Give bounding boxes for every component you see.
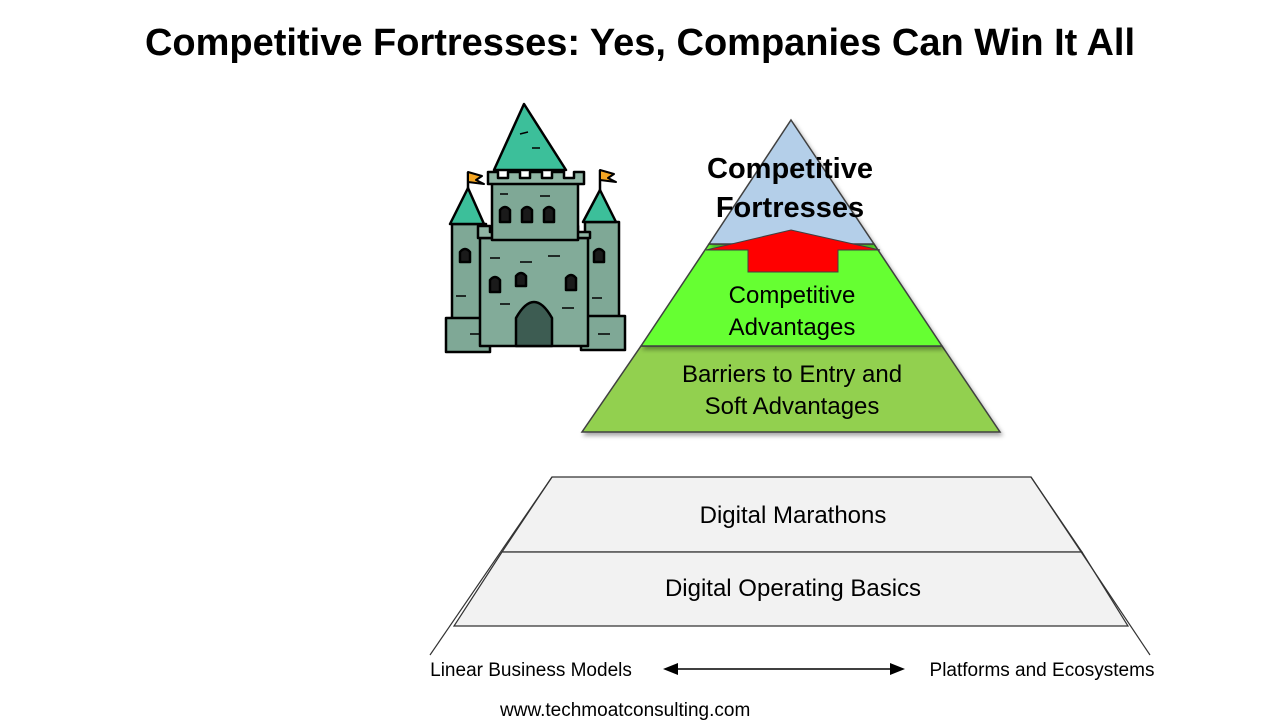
base-label-line1: Barriers to Entry and (682, 361, 902, 388)
lower-pyramid (429, 476, 1151, 656)
middle-label-line1: Competitive (729, 282, 856, 309)
left-slope-line (429, 476, 553, 656)
castle-icon (444, 102, 627, 354)
basics-label: Digital Operating Basics (665, 575, 921, 602)
marathons-label: Digital Marathons (700, 502, 887, 529)
apex-label-line2: Fortresses (716, 192, 864, 224)
footer-url: www.techmoatconsulting.com (500, 700, 751, 721)
middle-label-line2: Advantages (729, 314, 856, 341)
right-slope-line (1030, 476, 1151, 656)
axis-left-label: Linear Business Models (430, 660, 632, 681)
axis-right-label: Platforms and Ecosystems (930, 660, 1155, 681)
apex-label-line1: Competitive (707, 153, 873, 185)
up-arrow-icon (705, 229, 881, 273)
base-label-line2: Soft Advantages (705, 393, 880, 420)
slide-title: Competitive Fortresses: Yes, Companies C… (144, 22, 1136, 64)
lower-tier-basics (452, 551, 1130, 627)
